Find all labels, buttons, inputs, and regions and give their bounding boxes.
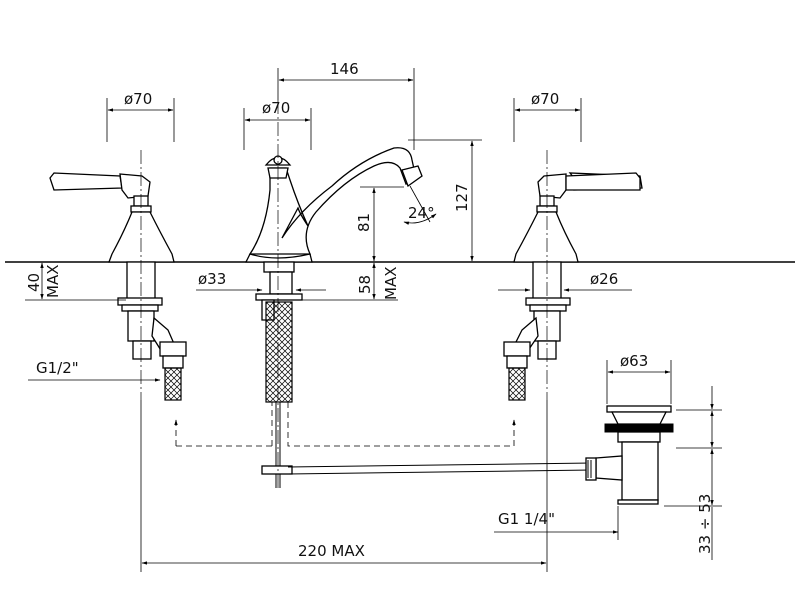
dim-overall-width-label: 220 MAX (298, 542, 365, 560)
dim-valve-hole: ø26 (498, 270, 632, 292)
dim-right-handle: ø70 (513, 90, 582, 142)
dim-deck-thickness-spout-max: MAX (382, 267, 400, 300)
dim-deck-thickness-left-value: 40 (25, 273, 43, 292)
dim-valve-hole-label: ø26 (590, 270, 618, 288)
left-valve-body (117, 261, 187, 401)
dim-inlet-thread-label: G1/2" (36, 359, 79, 377)
spout-shank (255, 261, 303, 488)
dim-spout-diameter: ø70 (243, 99, 312, 150)
dim-deck-thickness-left: 40 MAX (25, 262, 126, 301)
dim-waste-diameter-label: ø63 (620, 352, 648, 370)
dim-right-handle-label: ø70 (531, 90, 559, 108)
dim-spout-hole-label: ø33 (198, 270, 226, 288)
dim-spout-height-label: 127 (453, 183, 471, 212)
dim-left-handle-label: ø70 (124, 90, 152, 108)
center-lines (140, 100, 548, 488)
dim-waste-height-label: 33 ÷ 53 (696, 494, 714, 554)
dim-inlet-thread: G1/2" (28, 359, 161, 382)
right-valve-handle (513, 172, 643, 263)
dim-outlet-height-label: 81 (355, 213, 373, 232)
dim-spout-reach-label: 146 (330, 60, 359, 78)
dim-spout-angle: 24° (403, 185, 437, 225)
spout-assembly (244, 147, 423, 263)
dim-waste-height: 33 ÷ 53 (664, 386, 722, 560)
dim-waste-thread-label: G1 1/4" (498, 510, 555, 528)
dim-spout-diameter-label: ø70 (262, 99, 290, 117)
dim-left-handle: ø70 (106, 90, 175, 142)
left-valve-handle (49, 172, 175, 263)
dim-spout-angle-label: 24° (408, 204, 435, 222)
dim-deck-thickness-spout: 58 MAX (300, 262, 400, 301)
right-valve-body (503, 261, 571, 401)
popup-rod (287, 462, 593, 475)
dim-spout-reach: 146 (277, 60, 415, 150)
waste-assembly (585, 405, 674, 505)
dim-spout-hole: ø33 (196, 270, 326, 292)
dim-outlet-height: 81 (355, 186, 404, 262)
dim-deck-thickness-spout-value: 58 (356, 275, 374, 294)
dim-overall-width: 220 MAX (140, 400, 548, 572)
supply-lines (174, 402, 516, 447)
dim-waste-thread: G1 1/4" (494, 506, 619, 540)
dim-waste-diameter: ø63 (606, 352, 672, 404)
dim-spout-height: 127 (408, 139, 482, 262)
dim-deck-thickness-left-max: MAX (44, 265, 62, 298)
